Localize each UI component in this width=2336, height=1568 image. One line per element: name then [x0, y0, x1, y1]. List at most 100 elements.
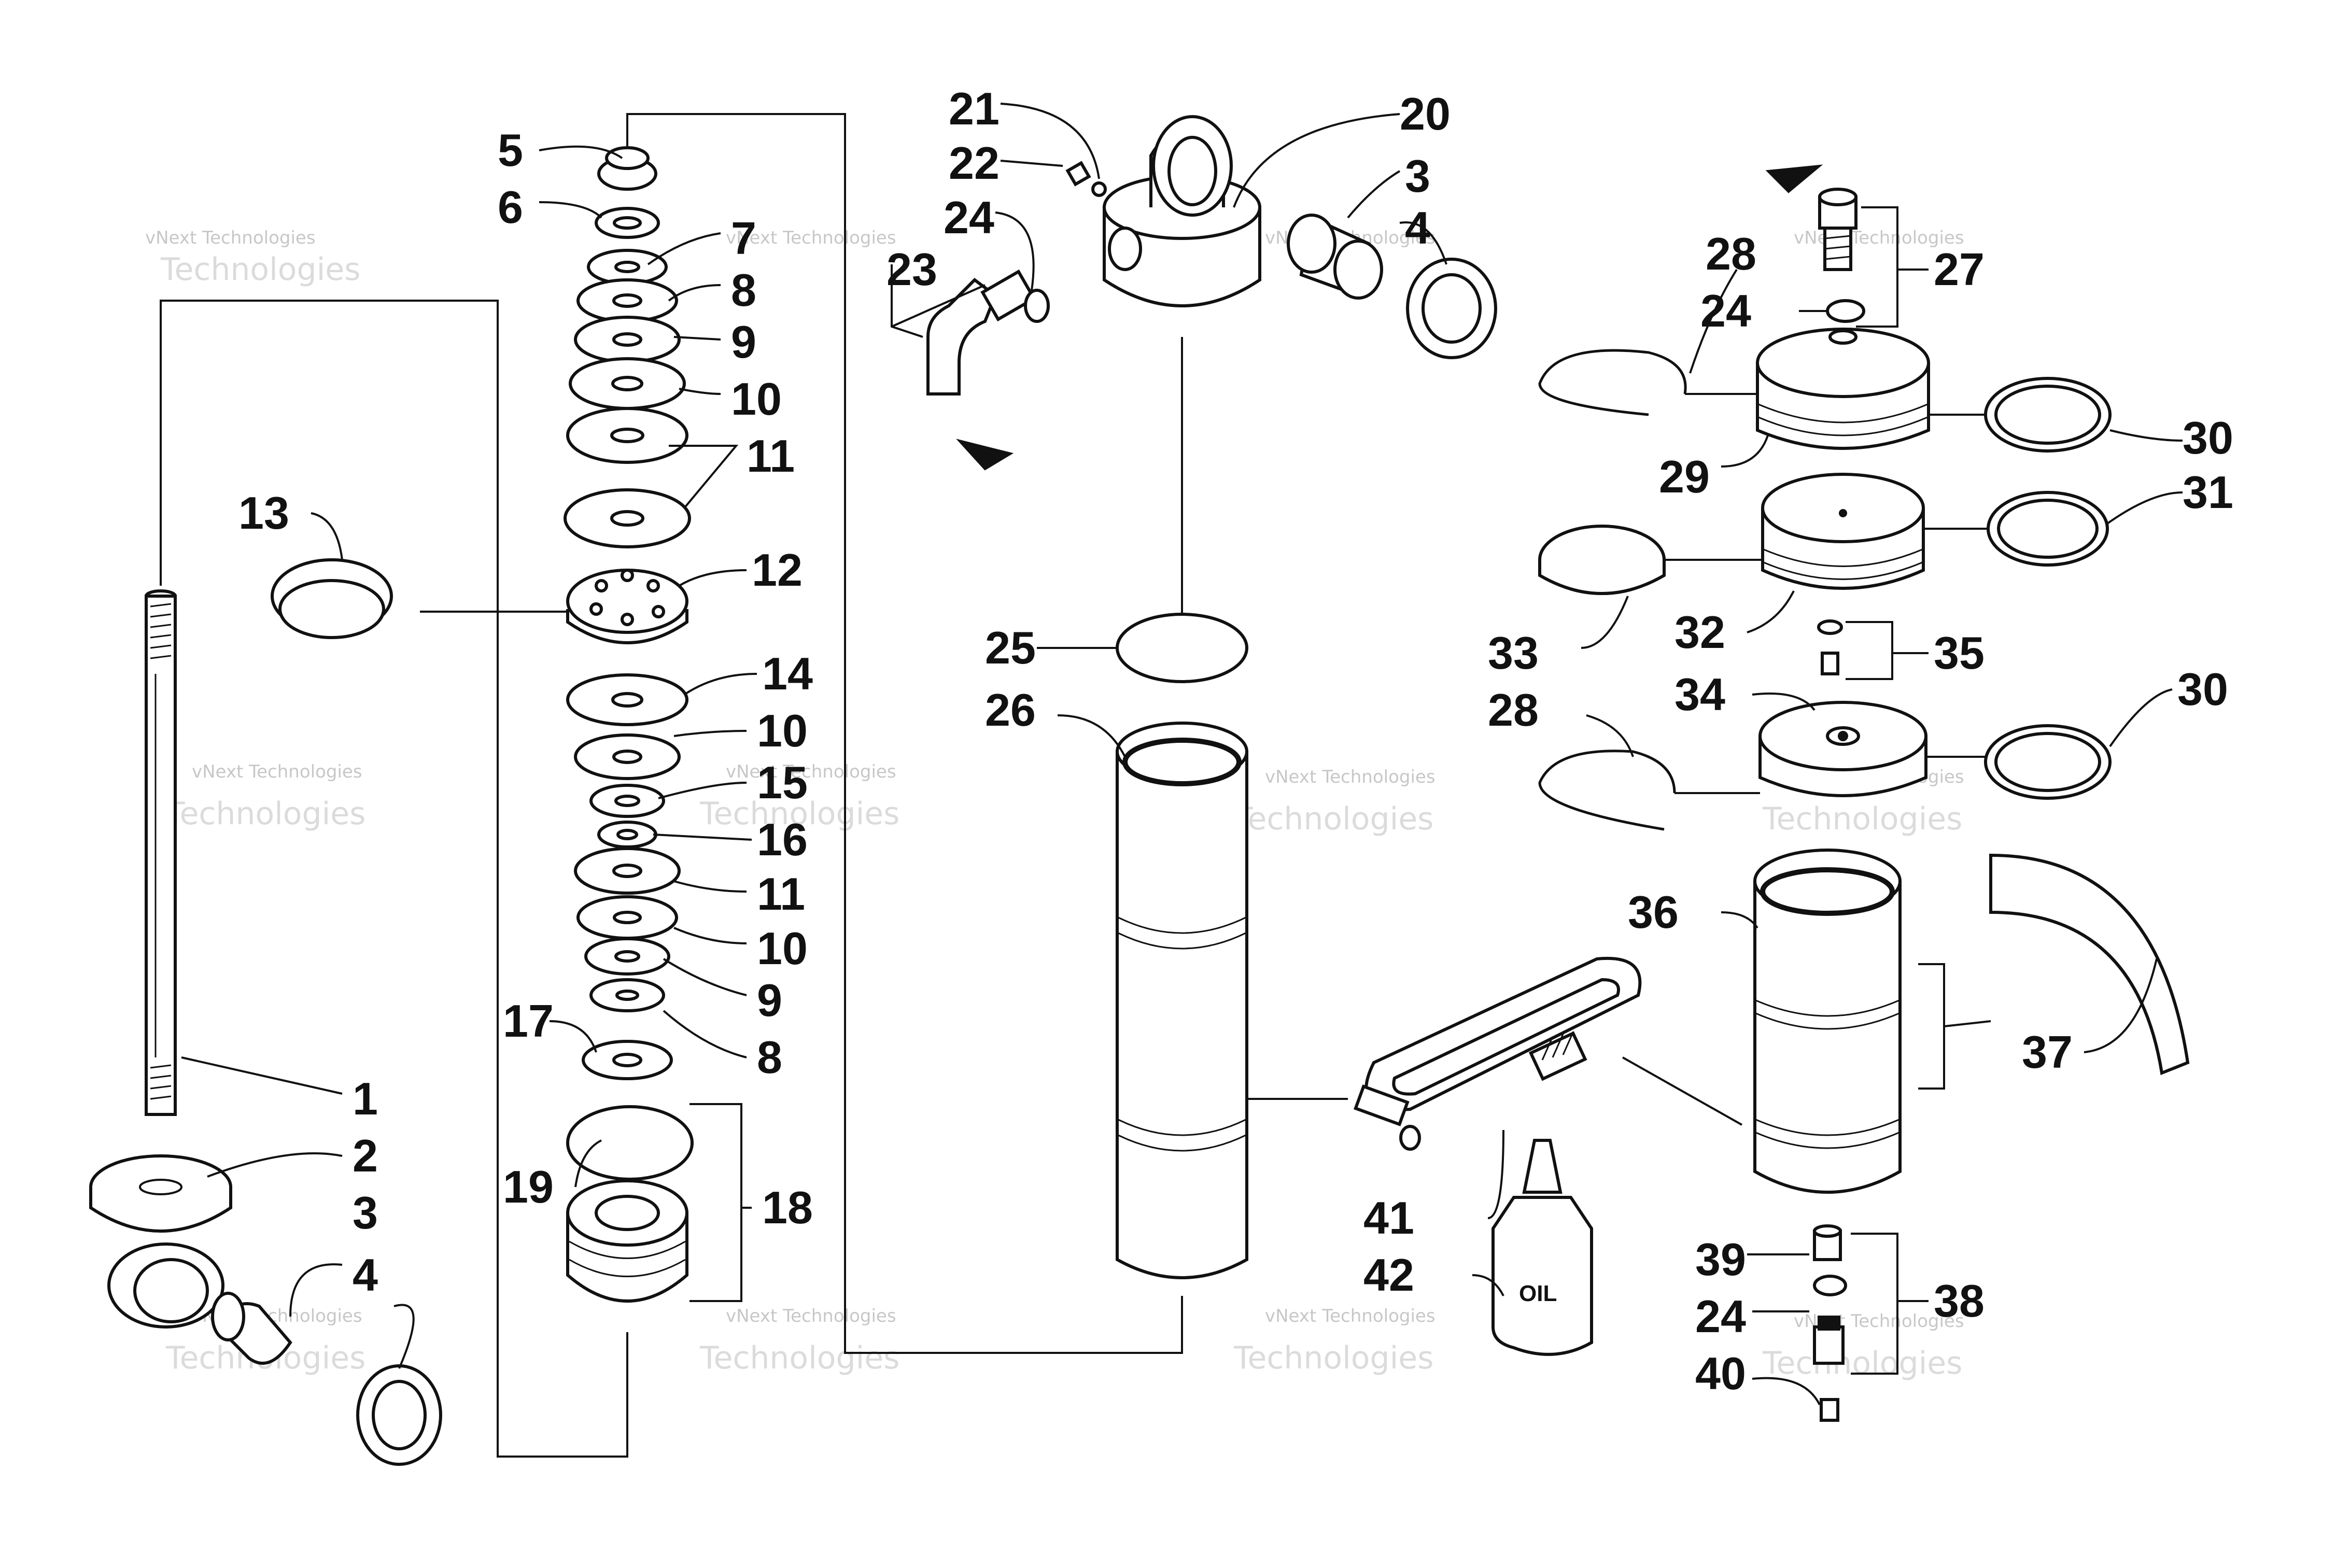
leader-lines: [181, 103, 2183, 1405]
screw-35: [1817, 619, 1843, 675]
valve-assembly-38: [1813, 1224, 1847, 1422]
callout-9b: 9: [757, 974, 782, 1026]
callout-4c: 4: [1405, 202, 1430, 253]
callout-3c: 3: [1405, 150, 1430, 202]
callout-33: 33: [1488, 627, 1539, 679]
oil-label: OIL: [1519, 1281, 1557, 1306]
watermark: vNext Technologies: [1794, 228, 1964, 248]
callout-32: 32: [1674, 606, 1725, 658]
watermark: vNext Technologies: [145, 228, 316, 248]
body-cap-20: [1103, 115, 1261, 307]
shaft-rod: [145, 589, 177, 1116]
oring-24-right: [1826, 299, 1865, 323]
callout-4: 4: [353, 1249, 378, 1301]
snap-ring-28-bottom: [1538, 750, 1676, 831]
seal-left: [356, 1364, 442, 1466]
watermark: vNext Technologies: [192, 761, 362, 782]
guide-ring-13: [271, 558, 393, 639]
watermark: vNext Technologies: [1265, 767, 1436, 787]
callout-20: 20: [1400, 88, 1451, 139]
seal-31: [1987, 491, 2109, 567]
reservoir-36: [1753, 849, 1902, 1194]
watermark: Technologies: [699, 1340, 899, 1376]
callout-40: 40: [1695, 1348, 1746, 1399]
callout-13: 13: [238, 487, 289, 539]
callout-30: 30: [2183, 412, 2233, 463]
callout-22: 22: [949, 137, 1000, 189]
bushing-left: [211, 1292, 292, 1365]
callout-31: 31: [2183, 467, 2233, 518]
seal-4-top: [1406, 258, 1497, 359]
callout-6: 6: [498, 181, 523, 233]
callout-9: 9: [731, 316, 756, 368]
callout-8b: 8: [757, 1032, 782, 1083]
callout-1: 1: [353, 1073, 378, 1124]
watermark: Technologies: [1233, 1340, 1433, 1376]
part-25: [1116, 613, 1248, 683]
callout-41: 41: [1363, 1192, 1414, 1244]
callout-35: 35: [1934, 627, 1985, 679]
cap-34: [1758, 701, 1927, 797]
part-19: [566, 1105, 694, 1181]
callout-24b: 24: [1700, 285, 1751, 336]
wear-band-33: [1538, 525, 1666, 595]
watermark: Technologies: [699, 796, 899, 832]
eyelet-mount: [89, 1154, 232, 1329]
callout-10b: 10: [757, 705, 808, 756]
snap-ring-28-top: [1538, 349, 1687, 416]
watermark: vNext Technologies: [726, 1306, 896, 1326]
watermark: Technologies: [1233, 801, 1433, 837]
seal-30-bottom: [1984, 724, 2112, 800]
callout-26: 26: [985, 684, 1036, 736]
piston-stack: [564, 146, 694, 1303]
callout-37: 37: [2022, 1026, 2073, 1078]
callout-28: 28: [1706, 228, 1756, 279]
seal-30-top: [1984, 377, 2112, 453]
piston-stack-line: [626, 113, 1183, 1354]
watermark: vNext Technologies: [1265, 1306, 1436, 1326]
callout-5: 5: [498, 124, 523, 176]
valve-27: [1765, 164, 1857, 271]
callout-18: 18: [762, 1182, 813, 1233]
watermark: vNext Technologies: [726, 228, 896, 248]
watermark: Technologies: [1762, 801, 1962, 837]
callout-24: 24: [944, 192, 994, 243]
oil-bottle-42: OIL: [1491, 1139, 1593, 1356]
shaft-group-line: [160, 300, 628, 1458]
watermark: Technologies: [160, 251, 360, 288]
watermark: Technologies: [1762, 1345, 1962, 1381]
callout-7: 7: [731, 213, 756, 264]
floating-piston-32: [1761, 473, 1925, 590]
assembly-lines: [160, 113, 1183, 1458]
callout-17: 17: [503, 995, 554, 1047]
callout-39: 39: [1695, 1234, 1746, 1285]
callout-8: 8: [731, 264, 756, 316]
body-tube-26: [1116, 613, 1248, 1279]
callout-11b: 11: [757, 868, 805, 920]
watermark: vNext Technologies: [726, 761, 896, 782]
callout-12: 12: [752, 544, 803, 596]
bushing-3-top: [1287, 214, 1383, 300]
callout-25: 25: [985, 622, 1036, 673]
watermark: Technologies: [165, 796, 365, 832]
callout-24c: 24: [1695, 1291, 1746, 1342]
callout-21: 21: [949, 83, 1000, 134]
callout-23: 23: [886, 244, 937, 295]
heat-shield-37: [1989, 853, 2190, 1076]
callout-3: 3: [353, 1187, 378, 1238]
watermarks: vNext Technologies Technologies vNext Te…: [145, 228, 1964, 1381]
callout-42: 42: [1363, 1249, 1414, 1301]
callout-11: 11: [747, 430, 795, 482]
callout-labels: 1 2 3 4 5 6 7 8 9 10 11 12 13 14 10 15 1…: [238, 83, 2233, 1399]
callout-38: 38: [1934, 1275, 1985, 1326]
callout-29: 29: [1659, 451, 1710, 502]
cap-29: [1756, 328, 1930, 450]
small-parts-21-22: [1065, 161, 1107, 197]
callout-10: 10: [731, 373, 782, 425]
callout-10c: 10: [757, 923, 808, 974]
callout-19: 19: [503, 1161, 554, 1212]
callout-36: 36: [1628, 886, 1679, 938]
callout-30b: 30: [2177, 663, 2228, 715]
callout-16: 16: [757, 814, 808, 865]
